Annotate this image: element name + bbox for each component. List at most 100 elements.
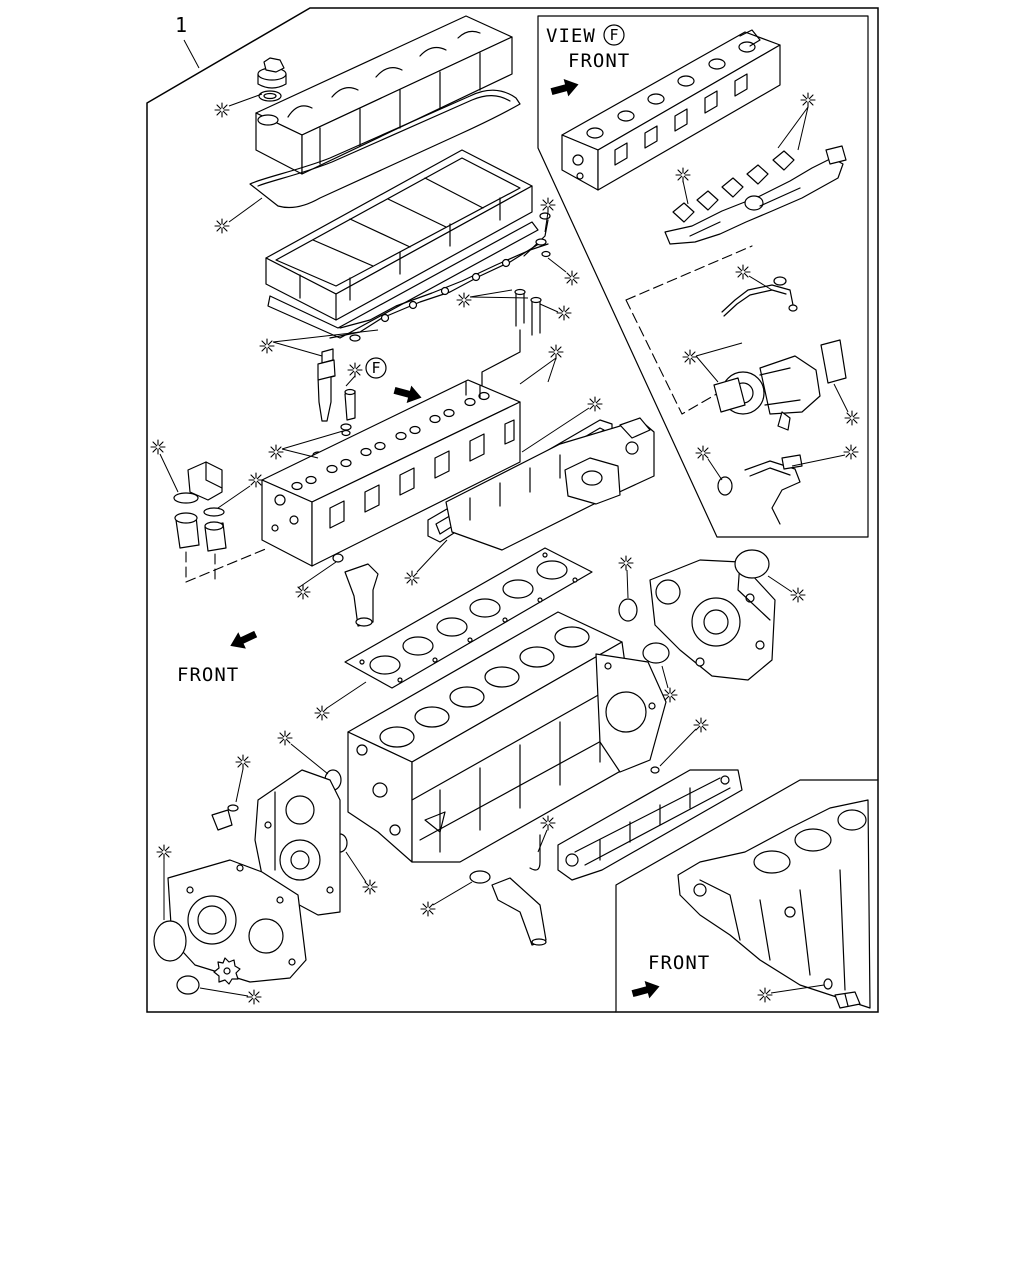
- cylinder-head-view-f-detail: [586, 127, 604, 139]
- cylinder-head-view-f-detail: [647, 93, 665, 105]
- exhaust-manifold-detail: [744, 195, 764, 211]
- fuel-injection-pipes-detail: [408, 300, 418, 310]
- leader-line: [228, 197, 263, 223]
- cylinder-head-gasket-detail: [542, 552, 548, 558]
- cylinder-head-detail: [305, 475, 317, 485]
- exhaust-manifold: [664, 145, 847, 245]
- view-ref-letter: F: [609, 26, 618, 44]
- leak-off-pipes-detail: [515, 291, 525, 327]
- leader-line: [345, 851, 367, 883]
- cylinder-head-gasket-detail: [502, 579, 534, 599]
- rear-seal-plate-detail: [236, 864, 244, 872]
- turbo-oil-feed-pipe: [721, 276, 798, 317]
- cylinder-head-view-f-detail: [674, 108, 688, 132]
- cylinder-head: [261, 379, 521, 567]
- fuel-injection-pipes-detail: [380, 313, 390, 323]
- cylinder-head-gasket: [344, 547, 593, 689]
- cylinder-block-detail: [372, 782, 388, 798]
- turbo-oil-return-pipe-detail: [717, 476, 733, 496]
- rocker-cover-gasket: [249, 89, 521, 209]
- cylinder-head-detail: [360, 447, 372, 457]
- o-ring: [176, 975, 200, 995]
- intake-manifold-detail: [581, 470, 603, 486]
- thermostat-secondary: [204, 521, 227, 552]
- leader-line: [748, 275, 773, 291]
- callout-number: 1: [175, 13, 188, 37]
- fuel-injection-pipes-detail: [440, 286, 450, 296]
- water-outlet-elbow: [344, 563, 379, 627]
- cylinder-head-view-f-detail: [708, 58, 726, 70]
- cylinder-head-view-f-detail: [572, 154, 584, 166]
- leader-lines: [159, 93, 849, 997]
- cylinder-head-detail: [274, 494, 286, 506]
- turbo-outlet-gasket: [820, 339, 847, 384]
- cylinder-head-view-f-detail: [614, 142, 628, 166]
- cylinder-block: [347, 611, 641, 863]
- turbo-inlet-gasket: [713, 377, 746, 413]
- camshaft-carrier-detail: [275, 157, 521, 287]
- injector-seals-detail: [341, 429, 351, 437]
- cylinder-head-detail: [399, 467, 415, 496]
- cylinder-block-detail: [484, 666, 520, 688]
- leader-line: [416, 539, 448, 573]
- leader-line: [272, 341, 323, 357]
- leader-line: [217, 485, 251, 509]
- cylinder-head-detail: [469, 433, 485, 462]
- o-ring: [618, 598, 638, 622]
- thermostat-housing: [187, 461, 223, 501]
- fuel-injector-detail: [317, 375, 335, 381]
- oil-pump-gear: [213, 957, 241, 985]
- fuel-injection-pipes-detail: [339, 243, 549, 329]
- cylinder-head-view-f-detail: [704, 90, 718, 114]
- water-pipe-detail: [531, 938, 547, 946]
- thermostat-secondary-detail: [204, 521, 224, 531]
- block-rear-face-detail: [648, 702, 656, 710]
- front-cover-detail: [264, 821, 272, 829]
- water-pipe: [491, 877, 547, 946]
- cylinder-head-gasket-detail: [436, 617, 468, 637]
- leader-line: [707, 458, 723, 481]
- fuel-injection-pipes-detail: [541, 250, 551, 258]
- front-label-view-inset: FRONT: [568, 50, 630, 72]
- exhaust-manifold-gaskets-detail: [672, 202, 695, 223]
- oil-cooler-detail: [574, 777, 731, 866]
- cylinder-head-detail: [326, 464, 338, 474]
- turbo-oil-return-pipe: [717, 454, 803, 525]
- oil-cooler-hose: [529, 834, 541, 871]
- flywheel-housing-detail: [755, 640, 765, 650]
- rear-seal-plate: [167, 859, 307, 983]
- leader-line: [770, 984, 825, 994]
- camshaft-carrier-detail: [299, 197, 501, 301]
- fuel-injection-pipes-detail: [539, 212, 551, 220]
- leader-line: [537, 829, 548, 853]
- block-rear-face: [595, 653, 667, 773]
- drain-plug-detail: [834, 991, 861, 1009]
- leader-line: [159, 453, 179, 493]
- thermostat-seal: [203, 507, 225, 517]
- leak-off-pipes-detail: [531, 299, 541, 336]
- leader-line: [626, 569, 629, 599]
- fuel-injector-detail: [344, 390, 356, 421]
- leader-line: [791, 454, 846, 467]
- leader-line: [281, 448, 319, 459]
- leader-line: [272, 329, 379, 343]
- rear-seal-plate-detail: [197, 905, 227, 935]
- turbo-oil-return-pipe-detail: [781, 454, 803, 470]
- drain-plug: [834, 991, 861, 1009]
- exhaust-manifold-detail: [689, 187, 801, 237]
- view-label: VIEW: [546, 25, 596, 47]
- rear-seal-plate-detail: [288, 958, 296, 966]
- cylinder-head-detail: [291, 481, 303, 491]
- cylinder-head-detail: [504, 419, 515, 445]
- oil-cooler-detail: [557, 769, 743, 881]
- cylinder-head-detail: [340, 458, 352, 468]
- exhaust-manifold-gaskets-detail: [696, 190, 719, 211]
- cylinder-head-gasket-detail: [467, 637, 473, 643]
- front-cover-detail: [290, 850, 310, 870]
- leader-line: [695, 342, 743, 357]
- intake-manifold: [445, 417, 655, 551]
- filler-cap-seal: [258, 90, 282, 102]
- cylinder-head-detail: [464, 397, 476, 407]
- flywheel-housing-detail: [695, 657, 705, 667]
- leader-line: [544, 211, 549, 233]
